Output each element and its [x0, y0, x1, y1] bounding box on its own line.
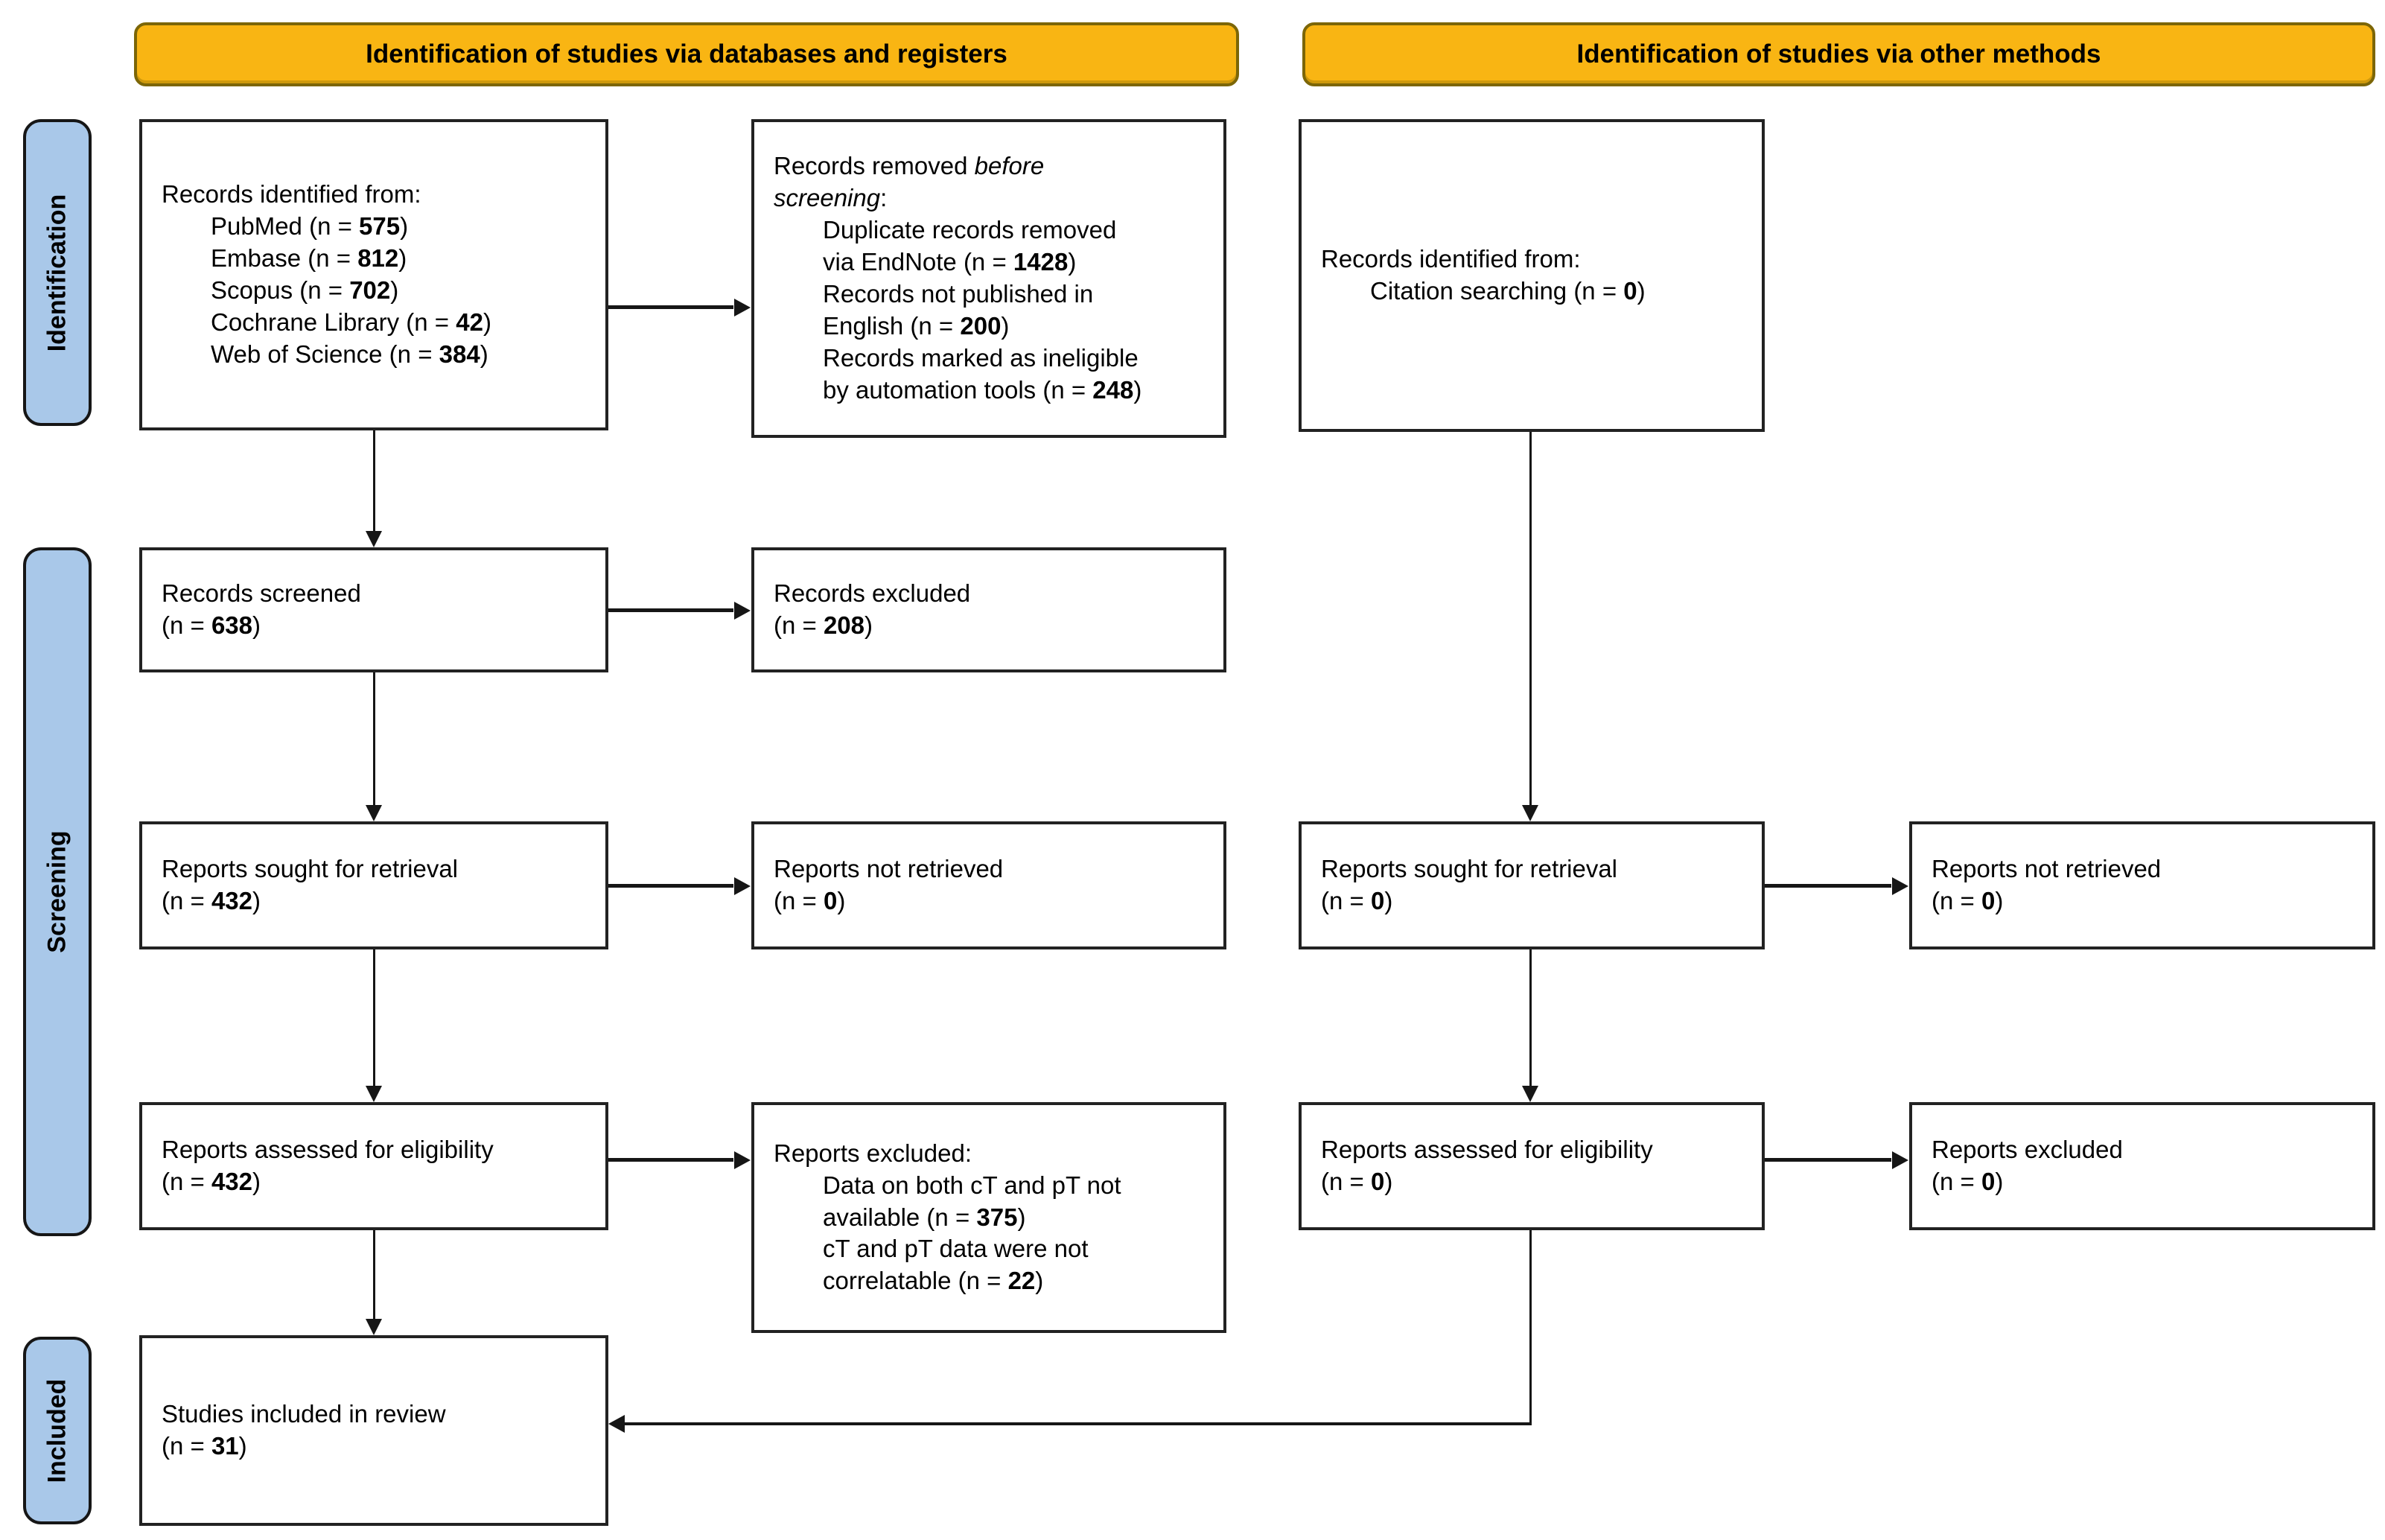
box-reports-sought-retrieval-other: Reports sought for retrieval (n = 0): [1299, 821, 1765, 949]
arrow-other-sought-to-assessed-head: [1522, 1086, 1538, 1102]
box-text-line: (n = 31): [162, 1432, 247, 1460]
arrow-identified-to-screened-head: [366, 531, 382, 547]
box-text-line: Records marked as ineligible: [823, 343, 1139, 372]
box-text-line: Embase (n = 812): [211, 244, 407, 273]
box-text-line: Reports excluded:: [774, 1139, 972, 1167]
box-text-line: via EndNote (n = 1428): [823, 248, 1077, 276]
arrow-other-sought-to-assessed-shaft: [1529, 949, 1532, 1086]
stage-label-screening-text: Screening: [42, 830, 71, 953]
box-text-line: (n = 0): [1932, 1168, 2004, 1195]
box-text-line: Web of Science (n = 384): [211, 340, 488, 368]
box-text-line: (n = 0): [774, 887, 846, 914]
box-reports-excluded-other: Reports excluded (n = 0): [1909, 1102, 2375, 1230]
arrow-sought-to-not-retrieved-head: [734, 877, 751, 895]
arrow-assessed-to-included-head: [366, 1319, 382, 1335]
banner-databases-registers: Identification of studies via databases …: [134, 22, 1239, 86]
box-text-line: screening:: [774, 184, 888, 212]
box-reports-sought-retrieval-databases: Reports sought for retrieval (n = 432): [139, 821, 608, 949]
arrow-identified-to-removed-head: [734, 299, 751, 316]
box-records-screened: Records screened (n = 638): [139, 547, 608, 672]
arrow-other-identified-to-sought-head: [1522, 805, 1538, 821]
box-text-line: (n = 0): [1932, 887, 2004, 914]
box-text-line: Citation searching (n = 0): [1370, 277, 1646, 305]
arrow-screened-to-sought-head: [366, 805, 382, 821]
arrow-screened-to-excluded-head: [734, 602, 751, 620]
box-records-identified-databases: Records identified from: PubMed (n = 575)…: [139, 119, 608, 430]
box-text-line: Reports sought for retrieval: [1321, 855, 1618, 883]
box-text-line: correlatable (n = 22): [823, 1267, 1044, 1295]
box-text-line: Reports assessed for eligibility: [1321, 1136, 1653, 1164]
box-reports-excluded-with-reasons: Reports excluded: Data on both cT and pT …: [751, 1102, 1226, 1333]
box-reports-assessed-eligibility-databases: Reports assessed for eligibility (n = 432…: [139, 1102, 608, 1230]
arrow-other-assessed-to-excluded-shaft: [1765, 1158, 1891, 1162]
stage-label-included: Included: [23, 1337, 92, 1524]
stage-label-screening: Screening: [23, 547, 92, 1236]
connector-other-assessed-to-included-horizontal: [625, 1422, 1532, 1425]
arrow-identified-to-screened-shaft: [373, 430, 375, 531]
box-text-line: Scopus (n = 702): [211, 276, 399, 304]
box-text-line: Reports assessed for eligibility: [162, 1136, 494, 1164]
box-text-line: (n = 638): [162, 611, 261, 639]
connector-other-assessed-to-included-vertical: [1529, 1230, 1532, 1425]
box-text-line: Studies included in review: [162, 1400, 446, 1428]
box-reports-not-retrieved-other: Reports not retrieved (n = 0): [1909, 821, 2375, 949]
box-records-excluded: Records excluded (n = 208): [751, 547, 1226, 672]
box-text-line: (n = 0): [1321, 887, 1393, 914]
box-text-line: Reports excluded: [1932, 1136, 2123, 1164]
arrow-sought-to-not-retrieved-shaft: [608, 884, 733, 888]
connector-other-assessed-to-included-head: [608, 1415, 625, 1433]
arrow-assessed-to-included-shaft: [373, 1230, 375, 1319]
box-reports-not-retrieved-databases: Reports not retrieved (n = 0): [751, 821, 1226, 949]
box-text-line: Reports sought for retrieval: [162, 855, 459, 883]
box-studies-included-in-review: Studies included in review (n = 31): [139, 1335, 608, 1526]
arrow-other-identified-to-sought-shaft: [1529, 432, 1532, 805]
box-reports-assessed-eligibility-other: Reports assessed for eligibility (n = 0): [1299, 1102, 1765, 1230]
box-text-line: Records not published in: [823, 280, 1094, 308]
arrow-sought-to-assessed-shaft: [373, 949, 375, 1086]
box-text-line: Reports not retrieved: [774, 855, 1004, 883]
arrow-identified-to-removed-shaft: [608, 305, 733, 309]
box-text-line: (n = 432): [162, 887, 261, 914]
banner-other-methods: Identification of studies via other meth…: [1302, 22, 2375, 86]
box-text-line: Records excluded: [774, 579, 971, 608]
box-text-line: Cochrane Library (n = 42): [211, 308, 491, 336]
arrow-screened-to-sought-shaft: [373, 672, 375, 805]
arrow-other-sought-to-not-retrieved-shaft: [1765, 884, 1891, 888]
banner-other-methods-label: Identification of studies via other meth…: [1576, 39, 2101, 69]
box-text-line: English (n = 200): [823, 311, 1010, 340]
box-text-line: Data on both cT and pT not: [823, 1171, 1121, 1199]
stage-label-included-text: Included: [42, 1378, 71, 1483]
box-text-line: (n = 208): [774, 611, 873, 639]
banner-databases-registers-label: Identification of studies via databases …: [366, 39, 1007, 69]
box-text-line: cT and pT data were not: [823, 1235, 1089, 1263]
box-text-line: Reports not retrieved: [1932, 855, 2162, 883]
box-text-line: PubMed (n = 575): [211, 212, 409, 241]
box-text-line: Records screened: [162, 579, 361, 608]
arrow-assessed-to-excluded-shaft: [608, 1158, 733, 1162]
box-records-removed-before-screening: Records removed before screening: Duplicat…: [751, 119, 1226, 438]
box-text-line: Records identified from:: [162, 180, 421, 209]
box-text-line: available (n = 375): [823, 1203, 1026, 1231]
box-text-line: (n = 432): [162, 1168, 261, 1195]
arrow-sought-to-assessed-head: [366, 1086, 382, 1102]
box-text-line: by automation tools (n = 248): [823, 375, 1142, 404]
arrow-other-assessed-to-excluded-head: [1892, 1151, 1908, 1169]
stage-label-identification-text: Identification: [42, 194, 71, 351]
arrow-other-sought-to-not-retrieved-head: [1892, 877, 1908, 895]
box-records-identified-other-methods: Records identified from: Citation searchi…: [1299, 119, 1765, 432]
arrow-assessed-to-excluded-head: [734, 1151, 751, 1169]
box-text-line: (n = 0): [1321, 1168, 1393, 1195]
box-text-line: Duplicate records removed: [823, 216, 1117, 244]
box-text-line: Records identified from:: [1321, 245, 1581, 273]
box-text-line: Records removed before: [774, 152, 1045, 180]
stage-label-identification: Identification: [23, 119, 92, 426]
arrow-screened-to-excluded-shaft: [608, 608, 733, 612]
